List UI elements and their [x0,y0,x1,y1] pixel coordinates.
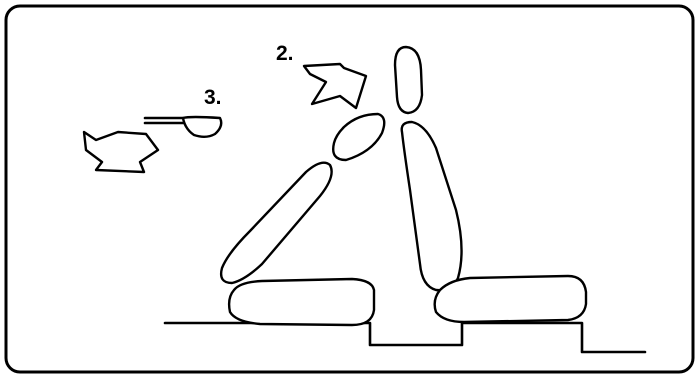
upright-seat-headrest [393,45,424,115]
upright-seat [393,45,588,324]
arrow-step-2-icon [302,62,368,110]
folded-seat-backrest [219,161,333,285]
release-lever-icon [143,115,223,138]
floor-line [163,321,647,354]
folded-seat-cushion [227,277,376,327]
upright-seat-cushion [433,274,588,324]
folded-seat-headrest [332,112,386,162]
step-2-label: 2. [276,42,294,65]
upright-seat-backrest [400,120,463,292]
arrow-step-3-icon [82,130,160,174]
step-3-label: 3. [204,86,222,109]
folded-seat [219,112,386,327]
